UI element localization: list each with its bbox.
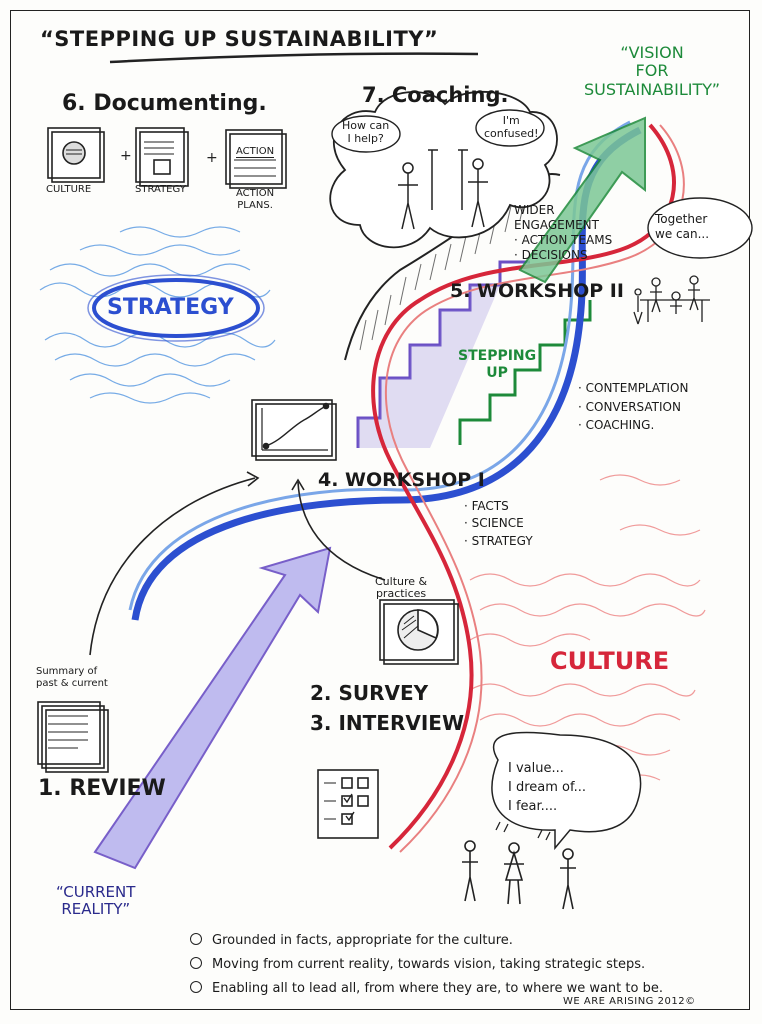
principle-item: Grounded in facts, appropriate for the c… <box>190 929 663 953</box>
coaching-heading: 7. Coaching. <box>362 83 509 107</box>
documenting-heading: 6. Documenting. <box>62 91 267 116</box>
review-to-workshop-arrow <box>89 477 256 656</box>
culture-practices-label: Culture & practices <box>375 575 428 600</box>
principles-list: Grounded in facts, appropriate for the c… <box>190 929 663 1001</box>
summary-document-icon <box>37 701 109 773</box>
current-reality-label: “CURRENT REALITY” <box>56 883 136 919</box>
coach-bubble-right <box>475 109 545 147</box>
action-icon-text: ACTION <box>236 146 275 158</box>
strategy-label: STRATEGY <box>107 295 234 320</box>
survey-checklist-icon <box>317 769 379 839</box>
summary-label: Summary of past & current <box>36 666 108 689</box>
title-underline <box>109 52 479 64</box>
progress-chart-board <box>251 399 337 461</box>
doc-label-action-plans: ACTION PLANS. <box>236 188 275 211</box>
culture-label: CULTURE <box>550 647 670 675</box>
together-bubble <box>647 197 753 259</box>
page-title: “STEPPING UP SUSTAINABILITY” <box>40 27 439 51</box>
svg-text:+: + <box>120 148 132 164</box>
survey-to-workshop-arrow <box>297 481 386 581</box>
coach-bubble-right-text: I'm confused! <box>484 114 539 140</box>
principle-item: Moving from current reality, towards vis… <box>190 953 663 977</box>
workshop2-figures <box>633 275 710 325</box>
coach-bubble-left-text: How can I help? <box>342 119 390 145</box>
principle-item: Enabling all to lead all, from where the… <box>190 977 663 1001</box>
people-figures <box>462 840 576 910</box>
current-reality-arrow <box>93 546 332 870</box>
page-frame <box>10 10 750 1010</box>
bullet-circle-icon <box>190 933 202 945</box>
workshop1-bullets: · FACTS · SCIENCE · STRATEGY <box>464 499 533 548</box>
action-plans-document-icon <box>225 129 287 189</box>
strategy-oval <box>92 278 260 338</box>
value-bubble-text: I value... I dream of... I fear.... <box>508 761 587 814</box>
workshop2-bullets: WIDER ENGAGEMENT · ACTION TEAMS · DECISI… <box>514 203 613 262</box>
vision-label: “VISION FOR SUSTAINABILITY” <box>584 43 721 99</box>
culture-flow-band <box>371 123 676 850</box>
together-bubble-text: Together we can... <box>655 212 710 241</box>
credit-text: WE ARE ARISING 2012© <box>563 996 696 1007</box>
culture-pie-board <box>379 599 459 665</box>
doc-label-strategy: STRATEGY <box>135 184 186 195</box>
workshop1-heading: 4. WORKSHOP I <box>318 469 485 491</box>
vision-arrow <box>518 116 646 284</box>
strategy-document-icon <box>135 127 189 187</box>
bullet-circle-icon <box>190 957 202 970</box>
coaching-figures <box>398 149 488 230</box>
value-bubble <box>491 731 642 851</box>
culture-document-icon <box>47 127 105 183</box>
purple-stairs <box>356 260 530 448</box>
coach-bubble-left <box>331 115 401 153</box>
bullet-circle-icon <box>190 981 202 994</box>
doc-label-culture: CULTURE <box>46 184 92 195</box>
workshop2-heading: 5. WORKSHOP II <box>450 280 624 302</box>
svg-text:+: + <box>206 150 218 166</box>
review-heading: 1. REVIEW <box>38 776 166 801</box>
survey-interview-heading: 2. SURVEY 3. INTERVIEW <box>310 681 465 735</box>
stepping-up-label: STEPPING UP <box>458 348 537 381</box>
workshop-activities: · CONTEMPLATION · CONVERSATION · COACHIN… <box>578 381 689 433</box>
